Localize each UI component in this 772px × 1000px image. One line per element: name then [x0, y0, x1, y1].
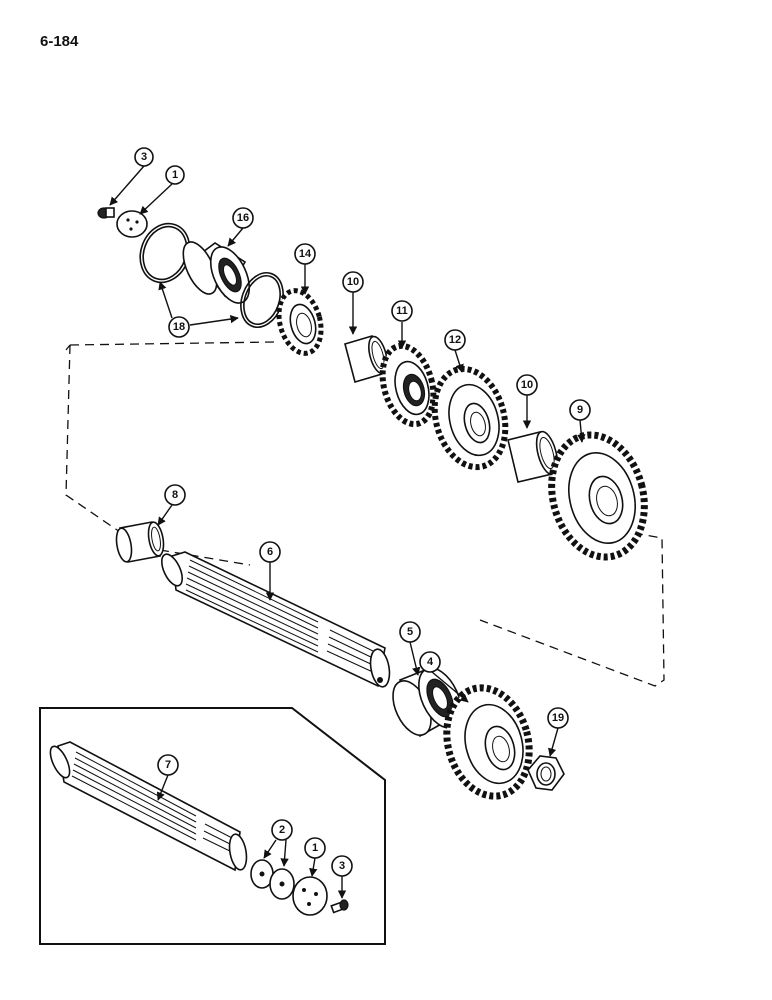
- callout-8: 8: [164, 484, 186, 506]
- gear-part: [379, 342, 437, 428]
- svg-text:3: 3: [339, 860, 345, 872]
- svg-text:5: 5: [407, 626, 413, 638]
- bushing-part: [115, 521, 165, 563]
- svg-text:12: 12: [449, 334, 461, 346]
- retainer-plate-part: [116, 210, 148, 238]
- callout-10: 10: [516, 374, 538, 396]
- inset-frame: [39, 707, 386, 945]
- svg-text:7: 7: [165, 759, 171, 771]
- callout-2: 2: [271, 819, 293, 841]
- callout-19: 19: [547, 707, 569, 729]
- svg-text:18: 18: [173, 321, 185, 333]
- callout-14: 14: [294, 243, 316, 265]
- callout-1: 1: [165, 165, 185, 185]
- retainer-plate-part: [292, 876, 328, 916]
- svg-text:3: 3: [141, 151, 147, 163]
- callout-16: 16: [232, 207, 254, 229]
- gear-part: [431, 365, 509, 471]
- callout-7: 7: [157, 754, 179, 776]
- svg-text:6: 6: [267, 546, 273, 558]
- assembly-dashed-outline: [65, 344, 665, 687]
- bolt-part: [330, 899, 349, 914]
- svg-text:10: 10: [347, 276, 359, 288]
- callout-3: 3: [134, 147, 154, 167]
- callout-6: 6: [259, 541, 281, 563]
- svg-text:10: 10: [521, 379, 533, 391]
- svg-text:16: 16: [237, 212, 249, 224]
- gear-part: [276, 288, 324, 356]
- bolt-part: [97, 207, 115, 219]
- page-number: 6-184: [40, 33, 79, 50]
- callout-9: 9: [569, 399, 591, 421]
- callout-3: 3: [331, 855, 353, 877]
- assembly-dashed-top: [65, 341, 276, 351]
- roller-bearing-part: [182, 241, 251, 304]
- svg-text:1: 1: [312, 842, 318, 854]
- hex-nut-part: [527, 755, 565, 791]
- main-shaft-part: [160, 551, 391, 688]
- svg-text:8: 8: [172, 489, 178, 501]
- svg-text:9: 9: [577, 404, 583, 416]
- callout-5: 5: [399, 621, 421, 643]
- svg-text:19: 19: [552, 712, 564, 724]
- svg-text:4: 4: [427, 656, 434, 668]
- gear-part: [548, 431, 648, 561]
- callout-18: 18: [168, 316, 190, 338]
- leader-lines: [109, 165, 586, 899]
- callout-4: 4: [419, 651, 441, 673]
- svg-text:1: 1: [172, 169, 178, 181]
- svg-text:11: 11: [396, 305, 408, 317]
- callout-1: 1: [304, 837, 326, 859]
- svg-text:2: 2: [279, 824, 285, 836]
- callout-12: 12: [444, 329, 466, 351]
- gear-part: [443, 684, 533, 800]
- callout-10: 10: [342, 271, 364, 293]
- washer-part: [250, 859, 295, 900]
- callout-11: 11: [391, 300, 413, 322]
- alternate-shaft-part: [49, 741, 248, 872]
- svg-text:14: 14: [299, 248, 312, 260]
